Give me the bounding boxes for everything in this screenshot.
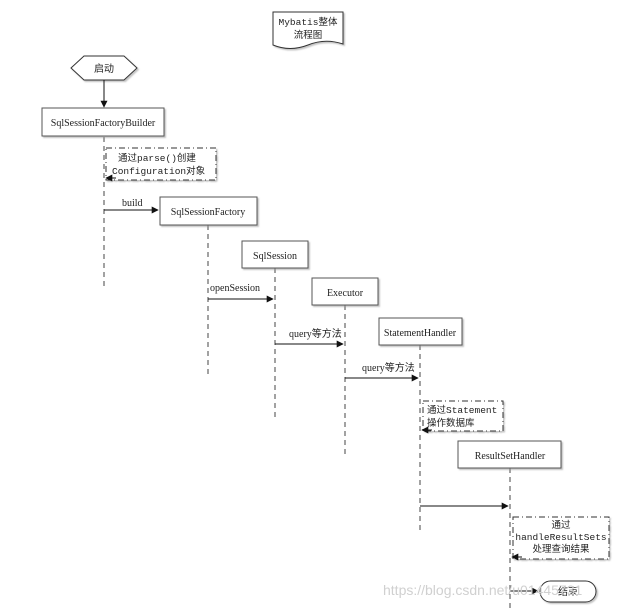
node-session: SqlSession xyxy=(241,240,309,269)
message-open-session-label: openSession xyxy=(210,283,260,294)
node-statement-handler-label: StatementHandler xyxy=(384,328,457,339)
start-node: 启动 xyxy=(70,55,138,81)
note-result-line-3: 处理查询结果 xyxy=(532,543,590,555)
node-executor-label: Executor xyxy=(327,288,364,299)
note-statement-line-1: 通过Statement xyxy=(427,404,497,416)
title-line-2: 流程图 xyxy=(294,29,323,41)
message-query-2: query等方法 xyxy=(345,361,419,382)
end-label: 结束 xyxy=(558,585,578,598)
note-statement-line-2: 操作数据库 xyxy=(427,417,475,429)
end-node: 结束 xyxy=(539,580,597,603)
message-query-1-label: query等方法 xyxy=(289,327,342,340)
node-factory-label: SqlSessionFactory xyxy=(171,207,245,218)
node-session-label: SqlSession xyxy=(253,251,297,262)
message-build: build xyxy=(104,198,159,214)
node-builder: SqlSessionFactoryBuilder xyxy=(41,107,165,137)
lifelines xyxy=(103,137,511,610)
note-result-line-1: 通过 xyxy=(551,519,571,531)
message-build-label: build xyxy=(122,198,143,209)
message-open-session: openSession xyxy=(208,283,274,303)
note-statement: 通过Statement 操作数据库 xyxy=(422,400,504,432)
node-builder-label: SqlSessionFactoryBuilder xyxy=(51,118,156,129)
title-line-1: Mybatis整体 xyxy=(279,16,338,28)
start-label: 启动 xyxy=(94,62,114,75)
message-query-1: query等方法 xyxy=(275,327,344,348)
watermark-text: https://blog.csdn.net/u01445731 xyxy=(383,582,582,598)
node-resultset-handler-label: ResultSetHandler xyxy=(475,451,546,462)
node-factory: SqlSessionFactory xyxy=(159,196,258,226)
node-statement-handler: StatementHandler xyxy=(378,317,463,346)
node-executor: Executor xyxy=(311,277,379,306)
title-document: Mybatis整体 流程图 xyxy=(272,11,344,49)
message-query-2-label: query等方法 xyxy=(362,361,415,374)
note-parse-line-1: 通过parse()创建 xyxy=(118,152,196,164)
note-result: 通过 handleResultSets 处理查询结果 xyxy=(512,516,610,560)
node-resultset-handler: ResultSetHandler xyxy=(457,440,562,469)
note-parse: 通过parse()创建 Configuration对象 xyxy=(105,147,217,181)
note-result-line-2: handleResultSets xyxy=(515,532,606,543)
note-parse-line-2: Configuration对象 xyxy=(112,165,206,177)
